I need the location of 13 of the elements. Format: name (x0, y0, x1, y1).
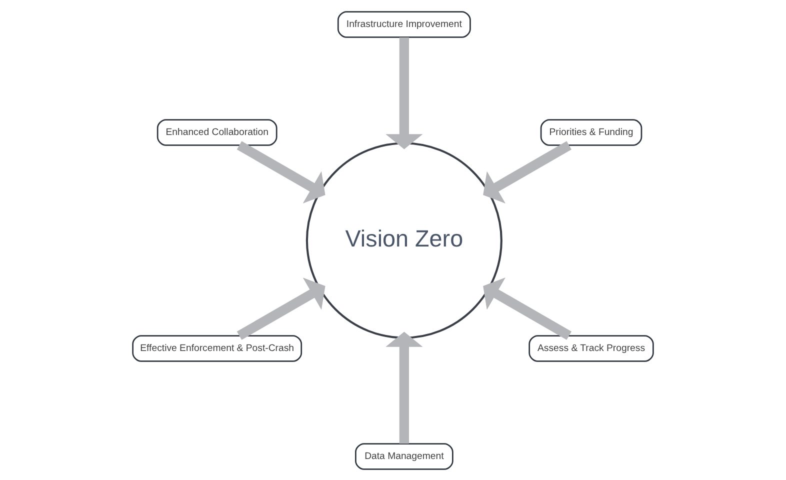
node-box: Data Management (355, 442, 454, 470)
arrow (236, 277, 326, 340)
arrow (483, 140, 572, 203)
arrow (483, 277, 572, 340)
node-box: Enhanced Collaboration (156, 118, 278, 146)
node-box: Assess & Track Progress (528, 334, 654, 362)
arrow (386, 331, 423, 444)
node-circle: Vision Zero (306, 142, 502, 338)
arrow (386, 36, 423, 149)
arrow (236, 140, 326, 203)
node-box: Infrastructure Improvement (337, 10, 471, 38)
node-box: Priorities & Funding (540, 118, 642, 146)
node-box: Effective Enforcement & Post-Crash (132, 334, 302, 362)
